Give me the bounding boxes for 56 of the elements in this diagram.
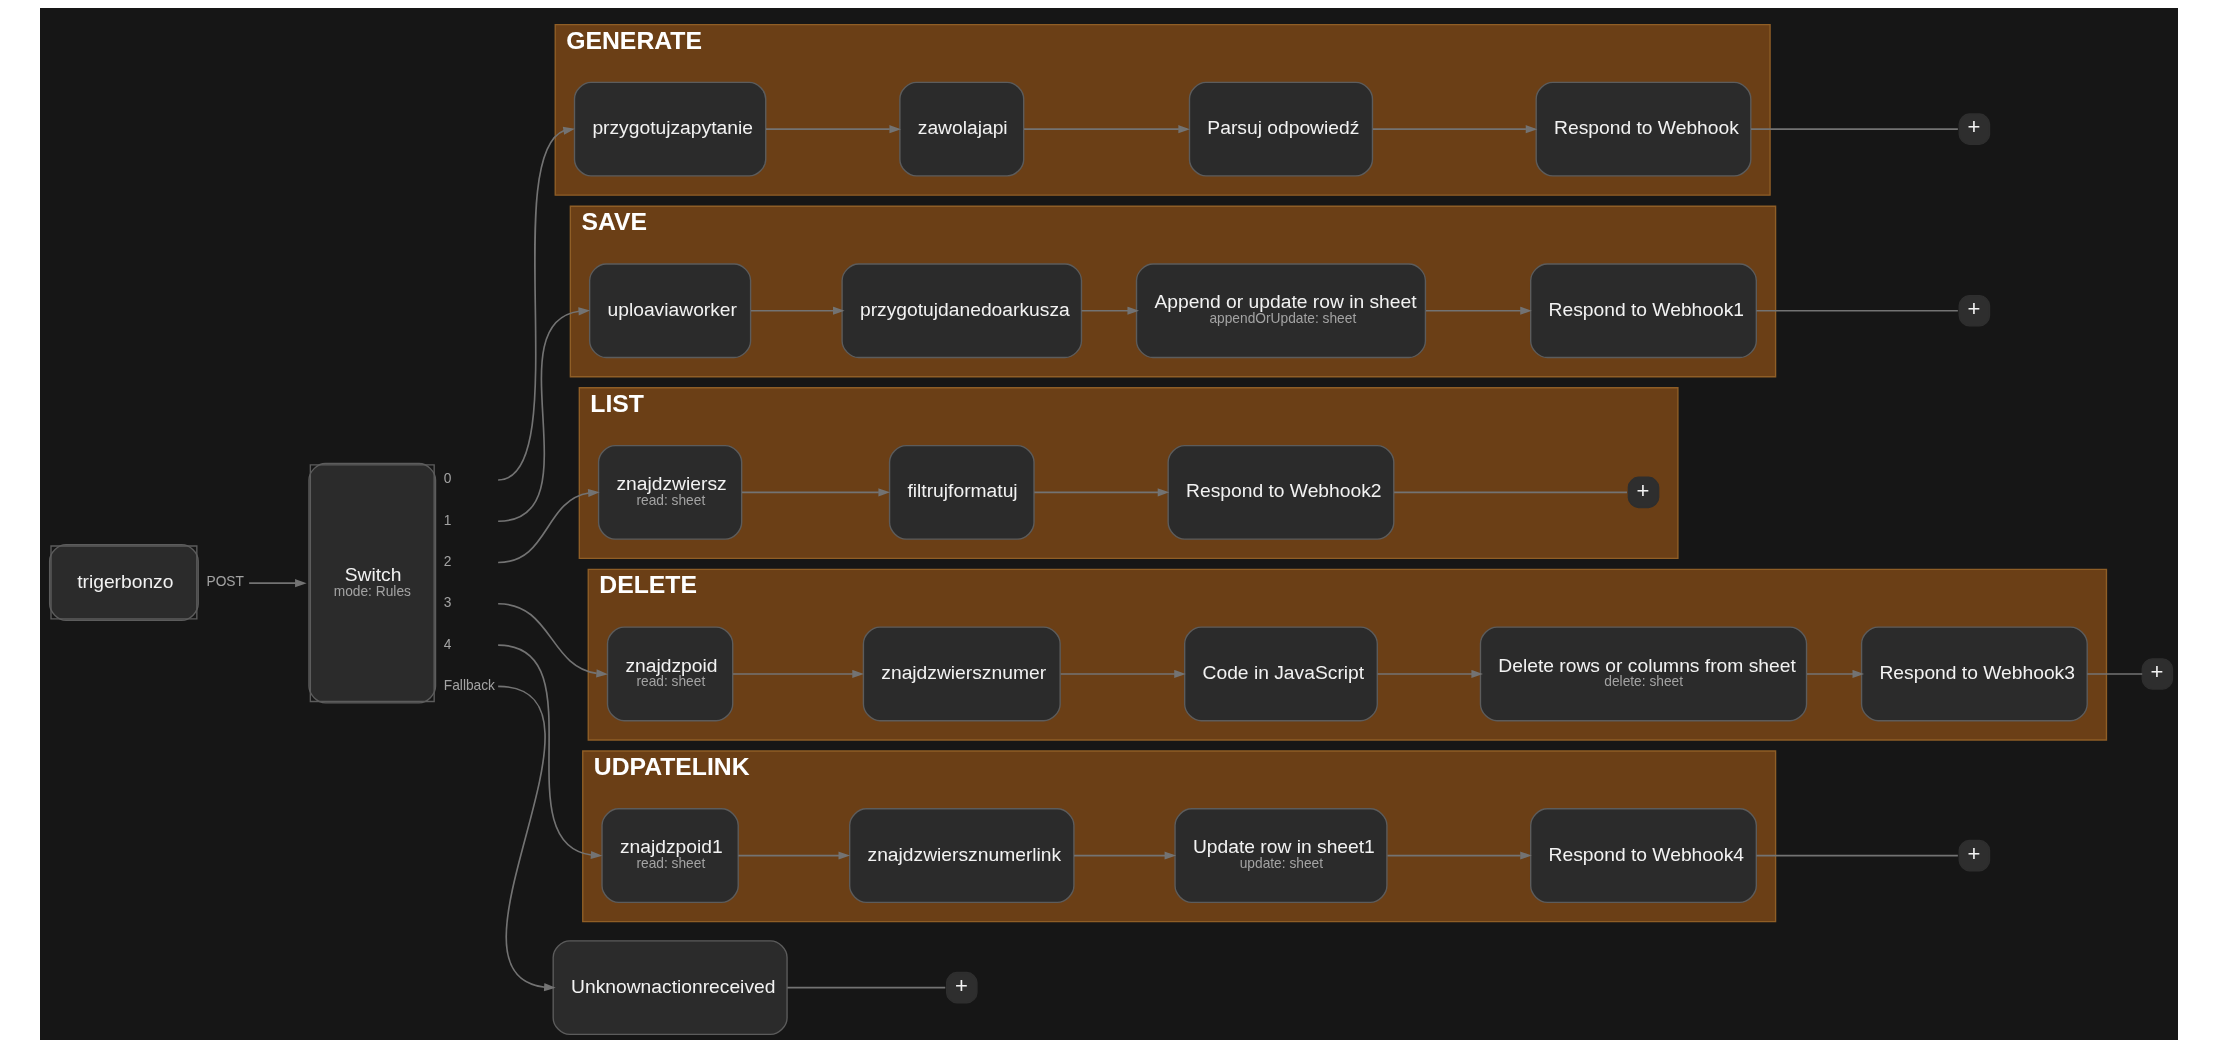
node-box: Respond to Webhook3 <box>1860 626 2088 722</box>
arrow <box>1386 851 1532 860</box>
edge-label: 1 <box>443 512 452 528</box>
node-box: Respond to Webhook4 <box>1530 808 1757 904</box>
node-box: Unknownactionreceived <box>552 940 788 1036</box>
edge-label: POST <box>206 573 244 589</box>
arrow <box>750 306 845 315</box>
node-box: znajdzpoid read: sheet <box>606 626 734 722</box>
node-box: znajdzpoid1 read: sheet <box>601 808 739 904</box>
arrow <box>1425 306 1532 315</box>
arrow <box>765 125 901 134</box>
edge-label: 2 <box>443 553 452 569</box>
node-box: Code in JavaScript <box>1184 626 1378 722</box>
arrow <box>497 685 556 992</box>
node-box: Append or update row in sheet appendOrUpdate: sheet <box>1135 263 1427 359</box>
edge-label: 4 <box>443 636 452 652</box>
arrow <box>741 488 890 497</box>
node-box: Update row in sheet1 update: sheet <box>1174 808 1388 904</box>
arrow <box>1376 669 1483 678</box>
node-box: przygotujdanedoarkusza <box>841 263 1083 359</box>
edge-label: 0 <box>443 471 452 487</box>
node-box: Respond to Webhook1 <box>1530 263 1757 359</box>
node-box: znajdzwiersz read: sheet <box>597 444 743 540</box>
node-box: Parsuj odpowiedź <box>1188 81 1374 177</box>
arrow <box>497 602 608 678</box>
node-box: Respond to Webhook <box>1535 81 1752 177</box>
arrow <box>1023 125 1190 134</box>
connector <box>786 986 947 989</box>
node-box: Delete rows or columns from sheet delete: sheet <box>1479 626 1808 722</box>
arrow <box>1073 851 1177 860</box>
node-box: znajdzwiersznumerlink <box>848 808 1075 904</box>
arrow <box>497 488 600 564</box>
node-box: znajdzwiersznumer <box>862 626 1061 722</box>
connector <box>1755 309 1959 312</box>
edge-label: 3 <box>443 595 452 611</box>
arrow <box>1059 669 1186 678</box>
connector <box>1755 854 1959 857</box>
arrow <box>1080 306 1139 315</box>
arrow <box>497 307 591 523</box>
arrow <box>497 126 575 481</box>
node-box: uploaviaworker <box>588 263 752 359</box>
connector <box>1750 128 1959 130</box>
edge-label: Fallback <box>443 677 495 693</box>
arrow <box>1372 125 1538 134</box>
arrow <box>248 579 307 588</box>
node-box: zawolajapi <box>899 81 1025 177</box>
node-box: Respond to Webhook2 <box>1167 444 1395 540</box>
connector <box>1393 491 1628 494</box>
arrow <box>1806 669 1865 678</box>
arrow <box>732 669 864 678</box>
arrow <box>497 644 603 860</box>
arrow <box>1033 488 1170 497</box>
node-box: przygotujzapytanie <box>573 81 767 177</box>
connector <box>2086 673 2144 675</box>
arrow <box>737 851 851 860</box>
node-box: filtrujformatuj <box>888 444 1035 540</box>
